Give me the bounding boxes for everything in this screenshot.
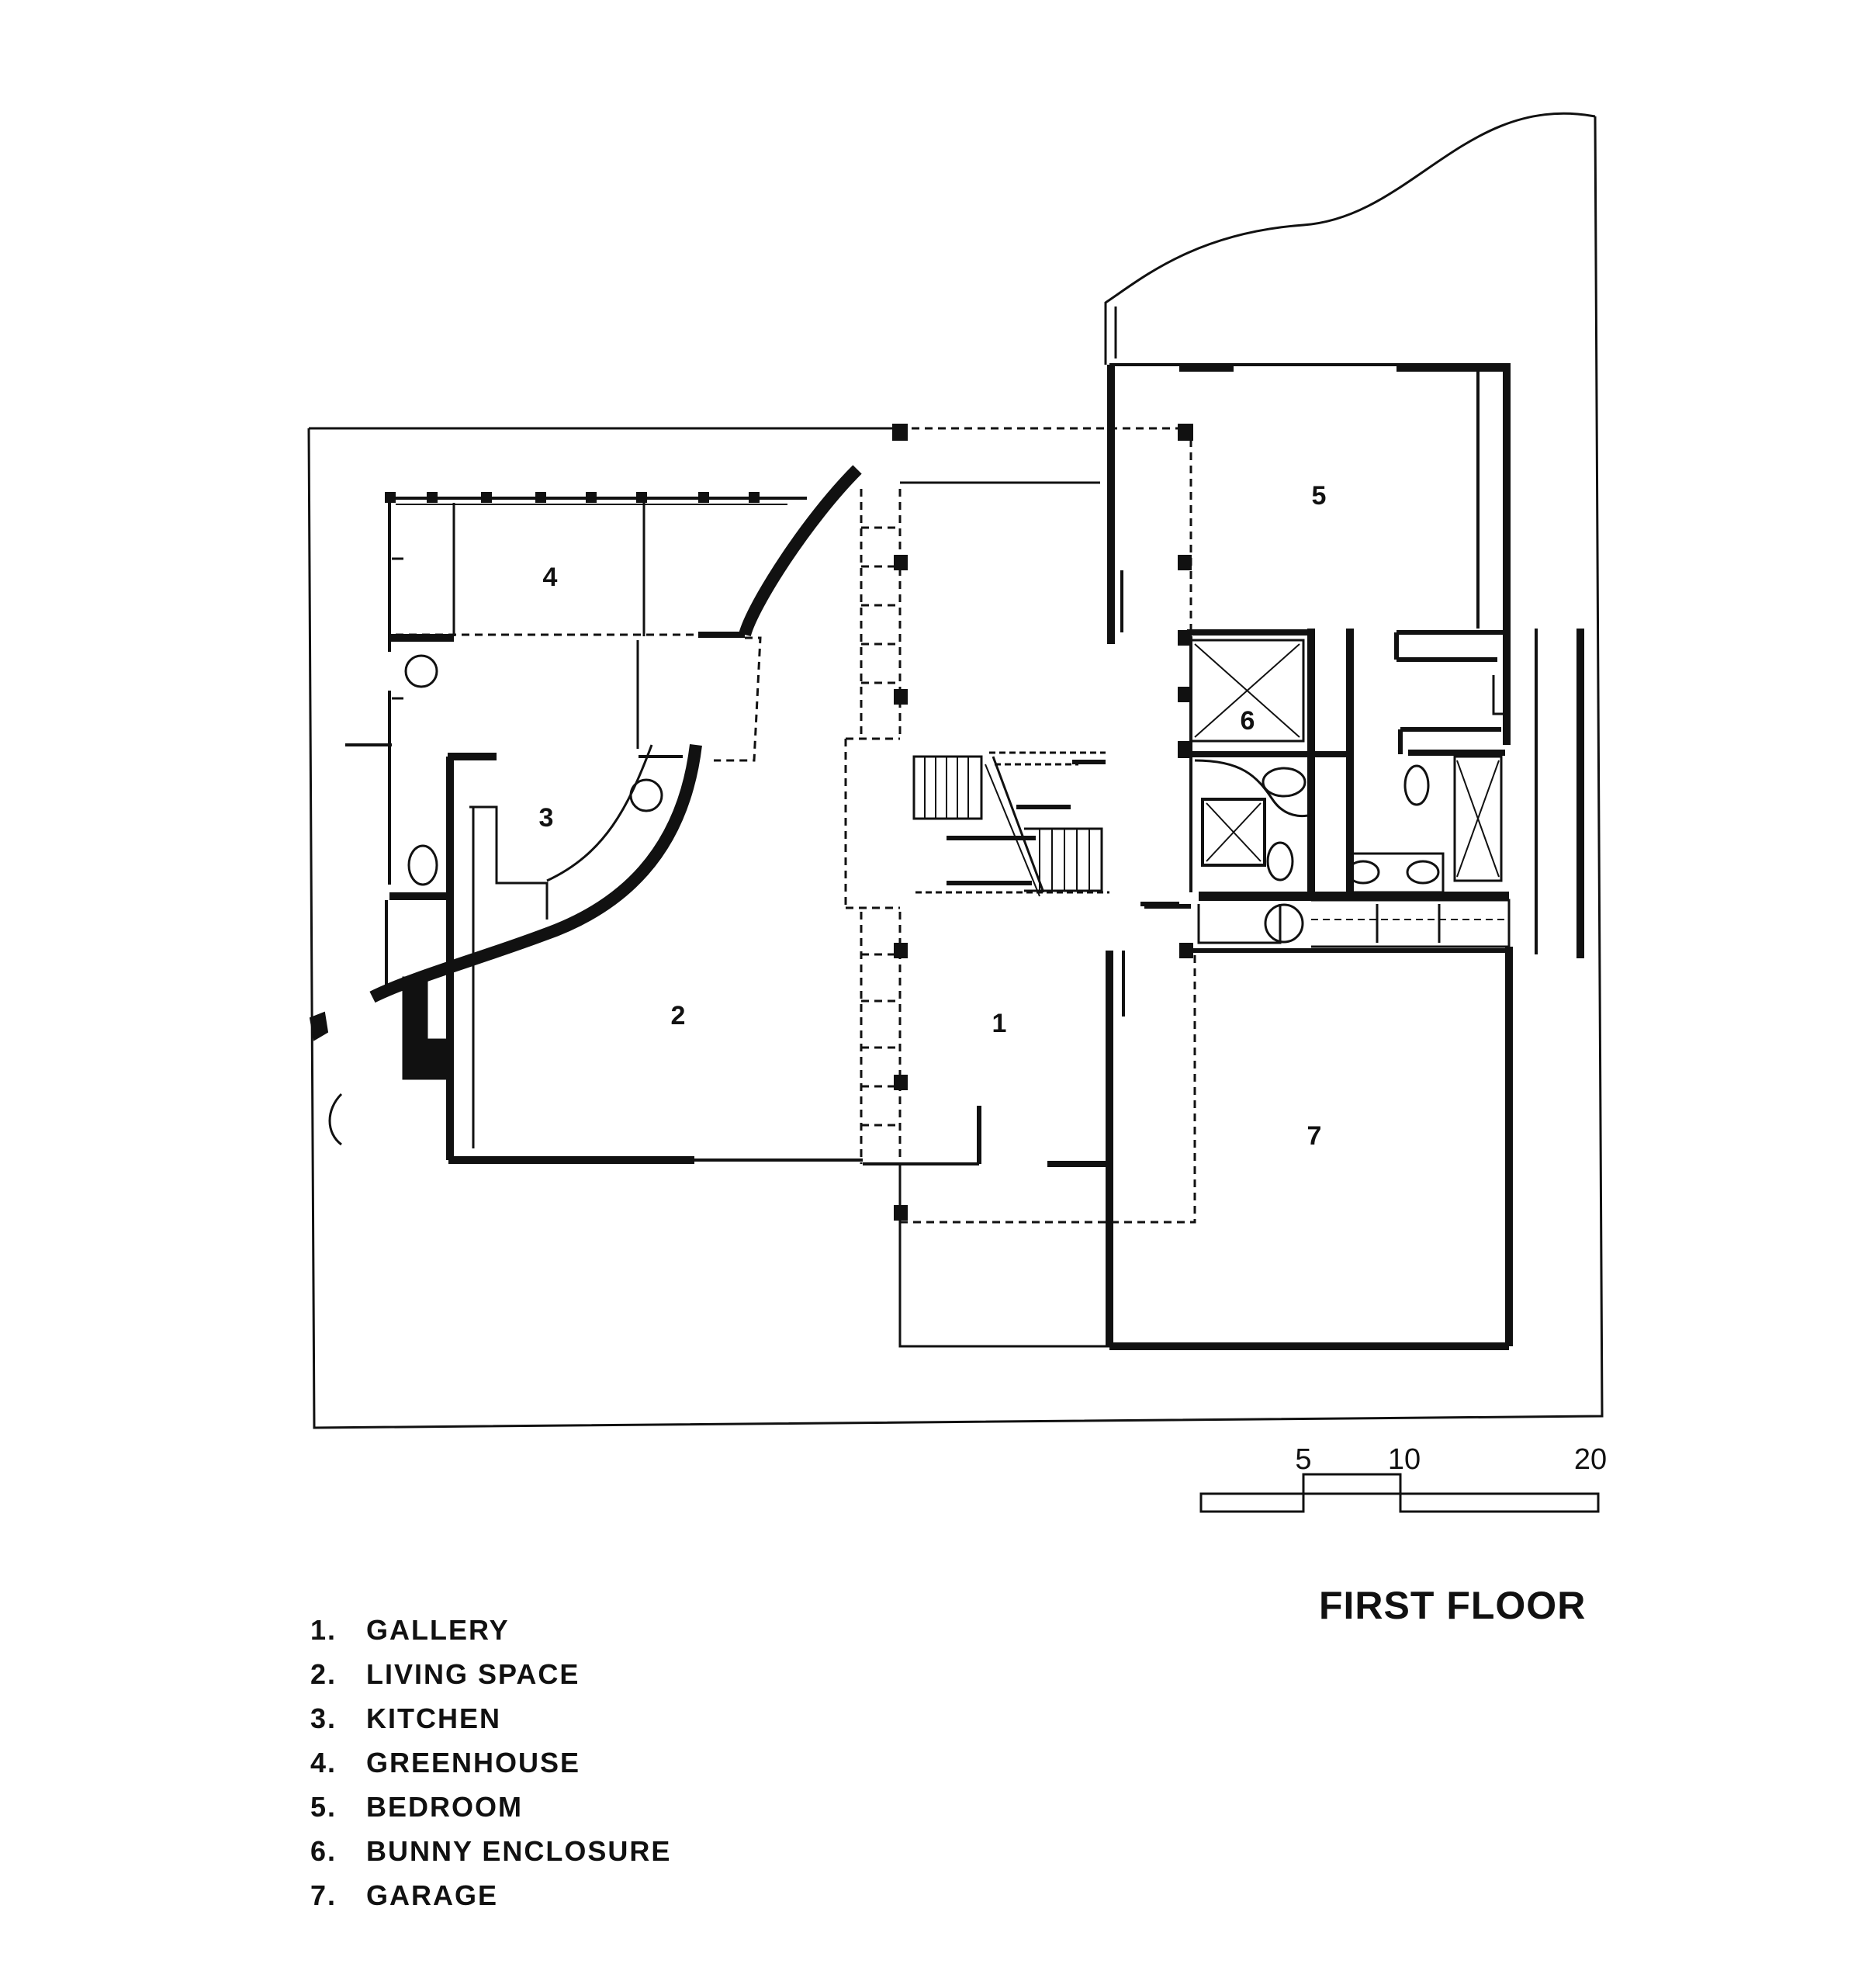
room-number-7: 7: [1307, 1121, 1322, 1151]
room-number-6: 6: [1241, 706, 1255, 736]
legend-number: 1.: [310, 1614, 337, 1646]
structural-columns: [385, 424, 1193, 1221]
legend-item: 1. GALLERY: [310, 1608, 671, 1652]
legend-number: 6.: [310, 1835, 337, 1867]
legend-number: 2.: [310, 1658, 337, 1690]
scale-bar: 5 10 20: [1199, 1443, 1607, 1513]
scale-label-20: 20: [1574, 1443, 1607, 1476]
legend-name: BEDROOM: [366, 1791, 523, 1823]
legend-name: GALLERY: [366, 1614, 510, 1646]
legend-number: 5.: [310, 1791, 337, 1823]
legend-item: 7. GARAGE: [310, 1873, 671, 1917]
legend-number: 4.: [310, 1747, 337, 1778]
bathroom-block: [1144, 629, 1584, 958]
legend-name: GARAGE: [366, 1879, 499, 1911]
legend-number: 3.: [310, 1702, 337, 1734]
scale-label-10: 10: [1388, 1443, 1421, 1476]
legend-number: 7.: [310, 1879, 337, 1911]
gallery-walls: [863, 481, 1179, 1348]
legend-item: 3. KITCHEN: [310, 1696, 671, 1740]
legend-name: GREENHOUSE: [366, 1747, 581, 1778]
legend-item: 5. BEDROOM: [310, 1785, 671, 1829]
scale-label-5: 5: [1295, 1443, 1311, 1476]
room-number-1: 1: [992, 1009, 1007, 1038]
room-number-3: 3: [539, 803, 554, 833]
room-number-2: 2: [671, 1001, 686, 1030]
stair: [912, 751, 1109, 897]
drawing-title: FIRST FLOOR: [1319, 1584, 1587, 1627]
greenhouse-walls: [345, 497, 807, 985]
bedroom-walls: [1107, 363, 1511, 745]
legend-item: 4. GREENHOUSE: [310, 1740, 671, 1785]
legend-name: BUNNY ENCLOSURE: [366, 1835, 672, 1867]
legend-name: LIVING SPACE: [366, 1658, 580, 1690]
legend-item: 2. LIVING SPACE: [310, 1652, 671, 1696]
site-boundary: [307, 112, 1604, 1429]
legend-name: KITCHEN: [366, 1702, 501, 1734]
room-legend: 1. GALLERY 2. LIVING SPACE 3. KITCHEN 4. GRE…: [310, 1608, 671, 1917]
living-walls: [309, 976, 863, 1164]
legend-item: 6. BUNNY ENCLOSURE: [310, 1829, 671, 1873]
room-number-4: 4: [543, 563, 558, 592]
room-numbers: 1 2 3 4 5 6 7: [539, 481, 1327, 1151]
garage-walls: [1106, 947, 1513, 1350]
room-number-5: 5: [1312, 481, 1327, 511]
